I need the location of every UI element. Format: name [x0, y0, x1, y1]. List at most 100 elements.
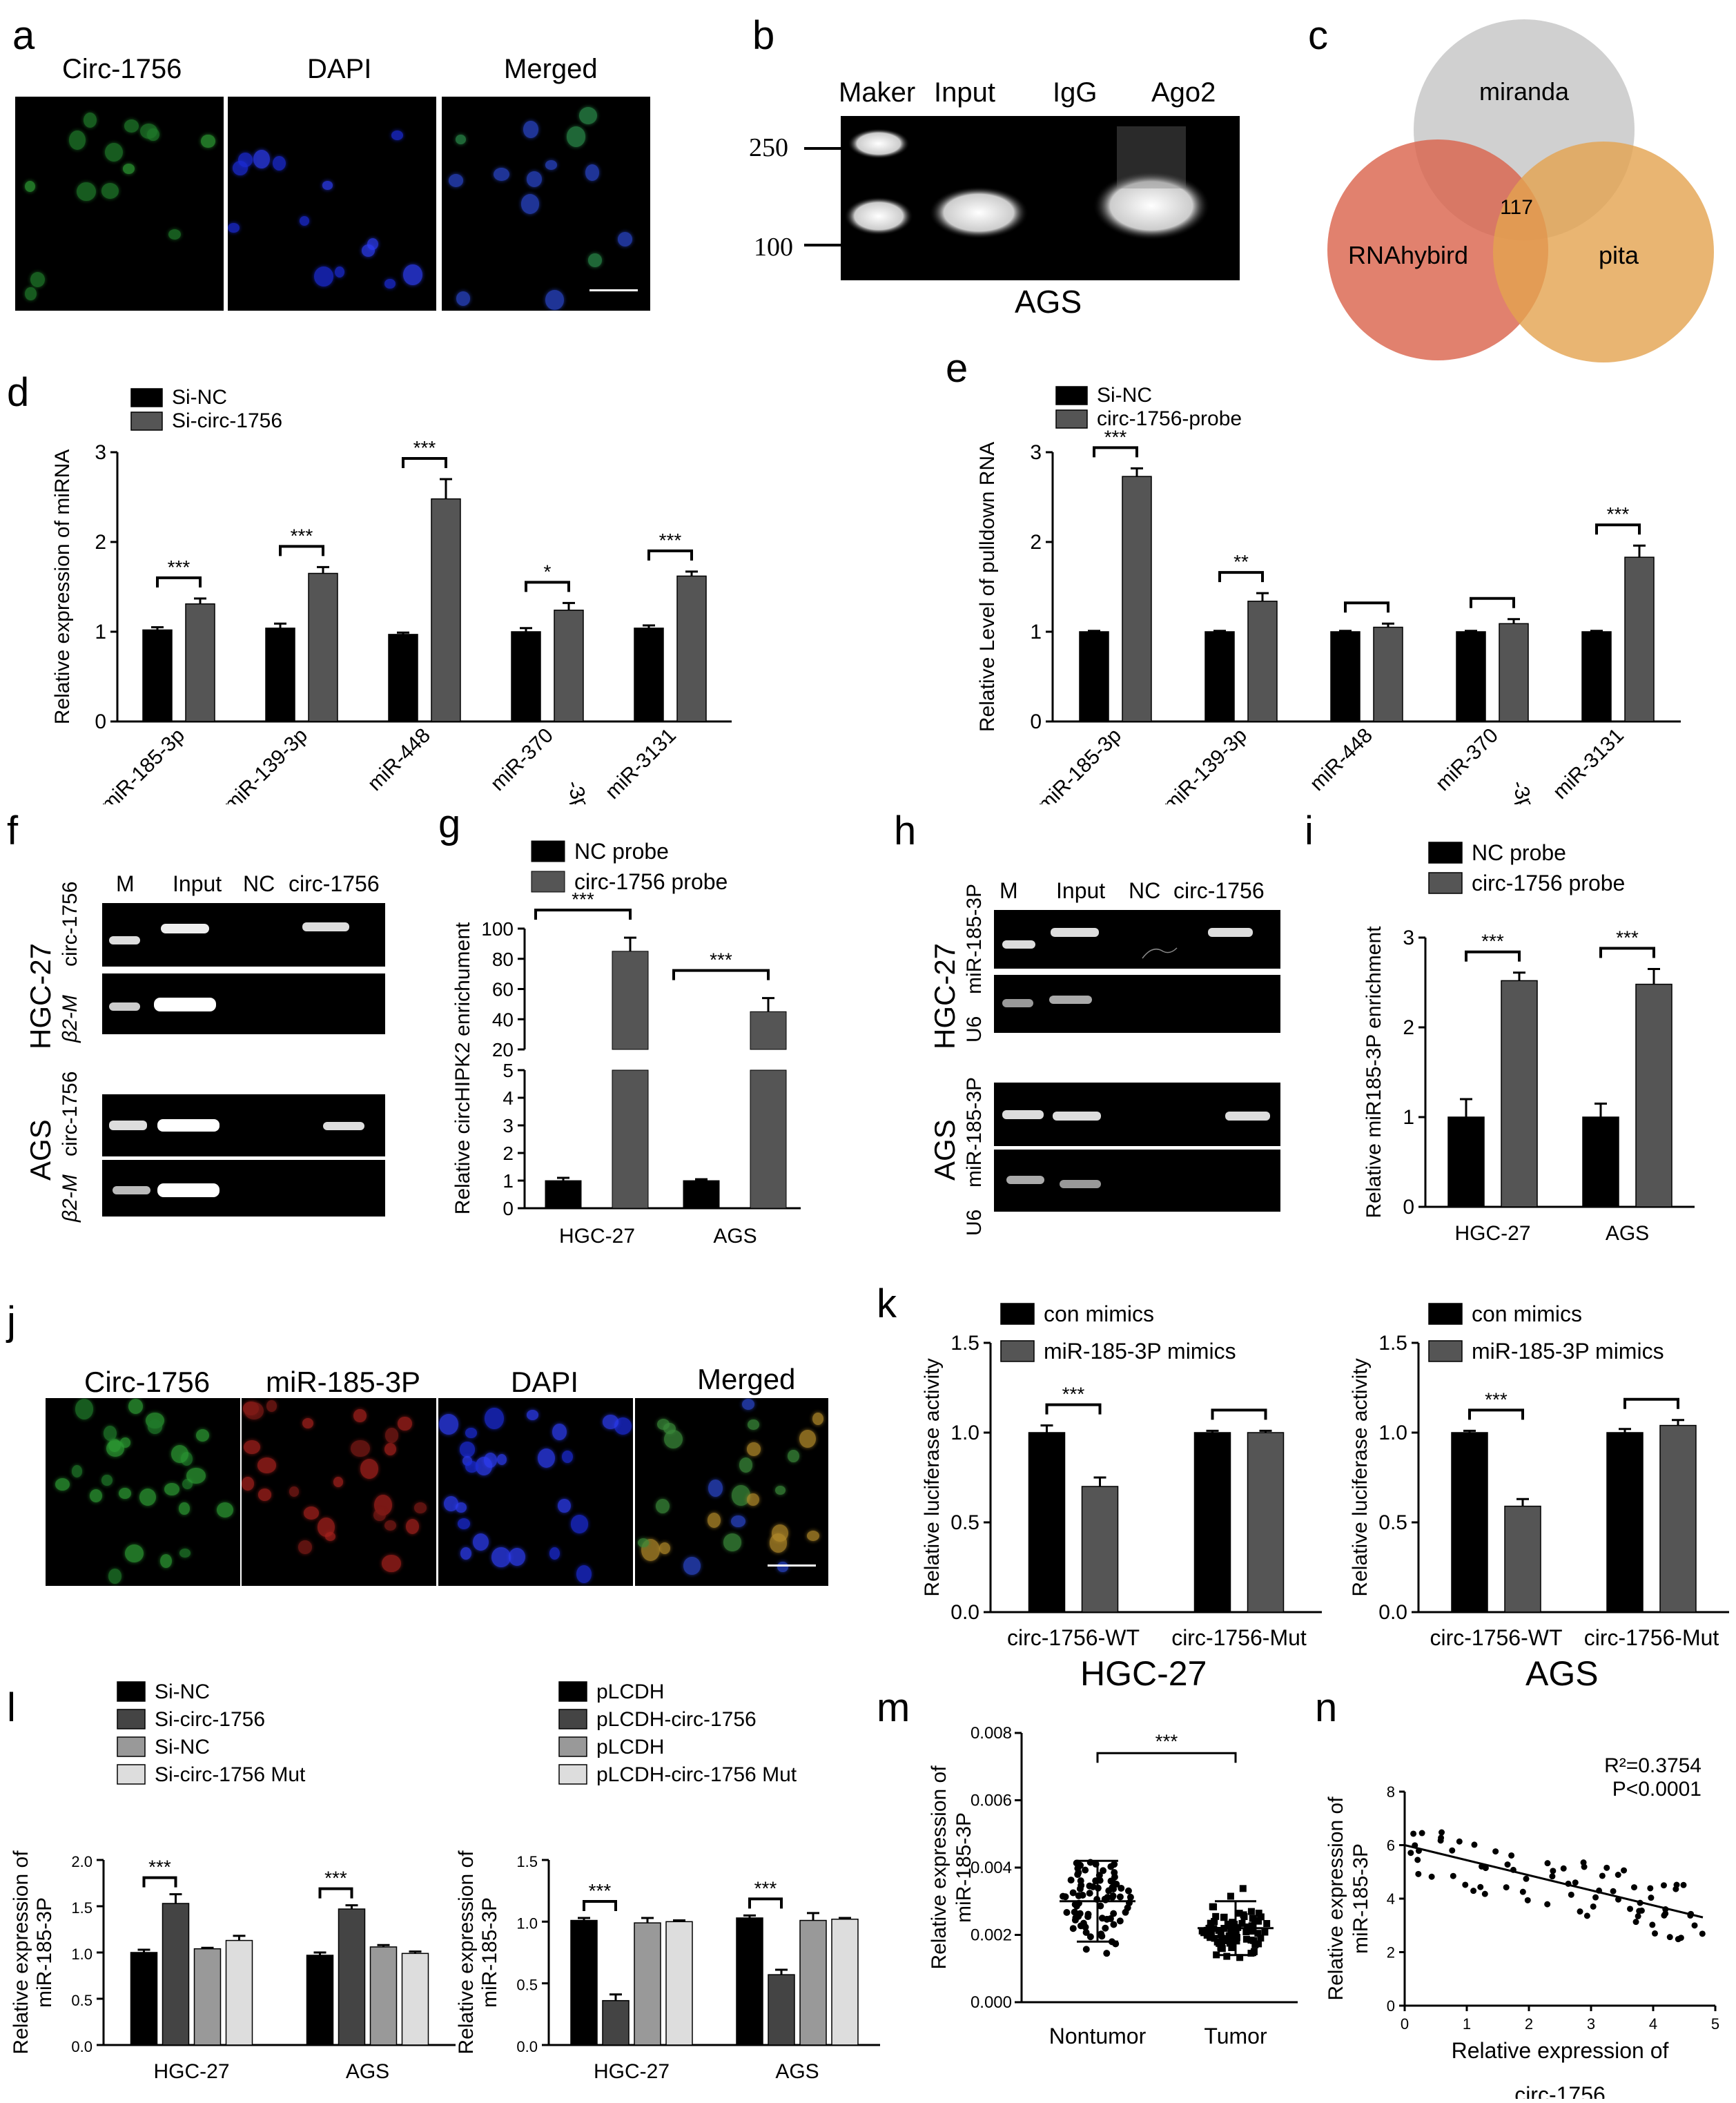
bar [1193, 1432, 1231, 1613]
data-point [1560, 1865, 1567, 1872]
y-tick-label: 0 [1030, 710, 1042, 733]
a-label-circ: Circ-1756 [62, 54, 182, 84]
significance-bracket [1096, 1752, 1237, 1763]
bar [1081, 1486, 1119, 1613]
data-point [1211, 1935, 1218, 1942]
significance-bracket [1623, 1397, 1679, 1409]
data-point [1217, 1931, 1225, 1939]
scale-bar [589, 289, 638, 291]
legend-label: NC probe [1472, 840, 1566, 865]
legend-swatch [117, 1709, 146, 1729]
y-tick-label: 0.004 [971, 1859, 1012, 1877]
a-image-circ [15, 97, 224, 311]
x-tick-label: 4 [1649, 2015, 1657, 2033]
y-tick-label: 2 [503, 1143, 514, 1164]
cell-blob [708, 1479, 723, 1497]
data-point [1082, 1929, 1090, 1937]
bar [1659, 1424, 1697, 1613]
bar [306, 1955, 334, 2046]
significance-bracket [647, 549, 693, 561]
data-point [1110, 1910, 1118, 1917]
data-point [1407, 1850, 1414, 1857]
x-tick-label: 2 [1525, 2015, 1533, 2033]
legend-swatch [531, 840, 565, 862]
data-point [1116, 1893, 1124, 1901]
cell-blob [334, 266, 344, 278]
data-point [1630, 1884, 1637, 1891]
cell-blob [403, 264, 422, 286]
h-gel-hgc-mir [994, 910, 1280, 969]
b-lane-igg: IgG [1053, 77, 1098, 108]
y-tick-label: 1.0 [516, 1915, 538, 1932]
cell-blob [318, 1518, 335, 1537]
y-tick-label: 2 [1387, 1944, 1395, 1961]
y-tick-label: 1.5 [1378, 1332, 1407, 1355]
legend-label: circ-1756-probe [1097, 407, 1242, 430]
category-label: HGC-27 [559, 1225, 635, 1248]
cell-blob [253, 150, 270, 169]
data-point [1127, 1893, 1134, 1901]
data-point [1471, 1841, 1478, 1848]
category-label: HGC-27 [1454, 1222, 1530, 1245]
data-point [1577, 1908, 1583, 1915]
cell-blob [186, 1467, 206, 1484]
category-label: AGS [346, 2060, 389, 2083]
data-point [1238, 1919, 1246, 1927]
bar [511, 631, 541, 722]
data-point [1098, 1932, 1106, 1940]
category-label: circ-1756-WT [1007, 1625, 1140, 1650]
bar [308, 572, 338, 722]
y-axis-label: Relative expression ofmiR-185-3P [455, 1850, 501, 2055]
y-tick-label: 1.0 [71, 1946, 92, 1963]
cell-blob [101, 1475, 113, 1486]
category-label: Tumor [1204, 2024, 1267, 2048]
data-point [1082, 1866, 1089, 1874]
j-label-merged: Merged [697, 1363, 796, 1395]
data-point [1673, 1881, 1680, 1888]
annotation-r2: R²=0.3754 [1604, 1754, 1701, 1777]
panel-letter-l: l [7, 1685, 16, 1730]
data-point [1482, 1865, 1489, 1872]
y-tick-label: 0.0 [71, 2038, 92, 2055]
significance-bracket [525, 581, 570, 592]
cell-blob [77, 182, 96, 202]
category-label: miR-448 [363, 724, 435, 796]
category-label-suffix: -3p [1507, 777, 1539, 804]
cell-blob [242, 1477, 254, 1491]
y-axis-label: Relative expression ofmiR-185-3P [10, 1850, 56, 2055]
h-lane-circ: circ-1756 [1173, 878, 1265, 903]
cell-blob [168, 229, 181, 240]
panel-letter-c: c [1308, 13, 1328, 58]
legend-label: con mimics [1472, 1301, 1582, 1326]
cell-blob [71, 1465, 82, 1477]
cell-blob [617, 231, 632, 246]
bar [1122, 476, 1152, 722]
data-point [1075, 1912, 1082, 1920]
y-tick-label: 0.5 [71, 1992, 92, 2009]
data-point [1508, 1852, 1515, 1859]
cell-blob [299, 216, 309, 226]
data-point [1254, 1930, 1262, 1937]
cell-blob [69, 130, 86, 150]
data-point [1438, 1834, 1445, 1841]
category-label: AGS [775, 2060, 819, 2083]
data-point [1257, 1935, 1265, 1942]
b-marker-100: 100 [754, 233, 793, 262]
cell-blob [443, 1495, 458, 1512]
data-point [1107, 1863, 1115, 1870]
data-point [1621, 1867, 1628, 1874]
data-point [1652, 1930, 1659, 1937]
x-tick-label: 1 [1463, 2015, 1471, 2033]
cell-blob [638, 1538, 649, 1547]
y-tick-label: 80 [492, 949, 514, 970]
j-label-dapi: DAPI [511, 1366, 579, 1398]
cell-blob [273, 156, 286, 171]
c-venn-diagram: miranda RNAhybird pita 117 [1327, 19, 1714, 362]
data-point [1648, 1894, 1655, 1901]
cell-blob [520, 194, 539, 214]
f-band-b2m-1: β2-M [59, 995, 81, 1043]
y-axis-label: Relative luciferase activity [1349, 1358, 1372, 1596]
k-title-ags: AGS [1525, 1654, 1599, 1693]
